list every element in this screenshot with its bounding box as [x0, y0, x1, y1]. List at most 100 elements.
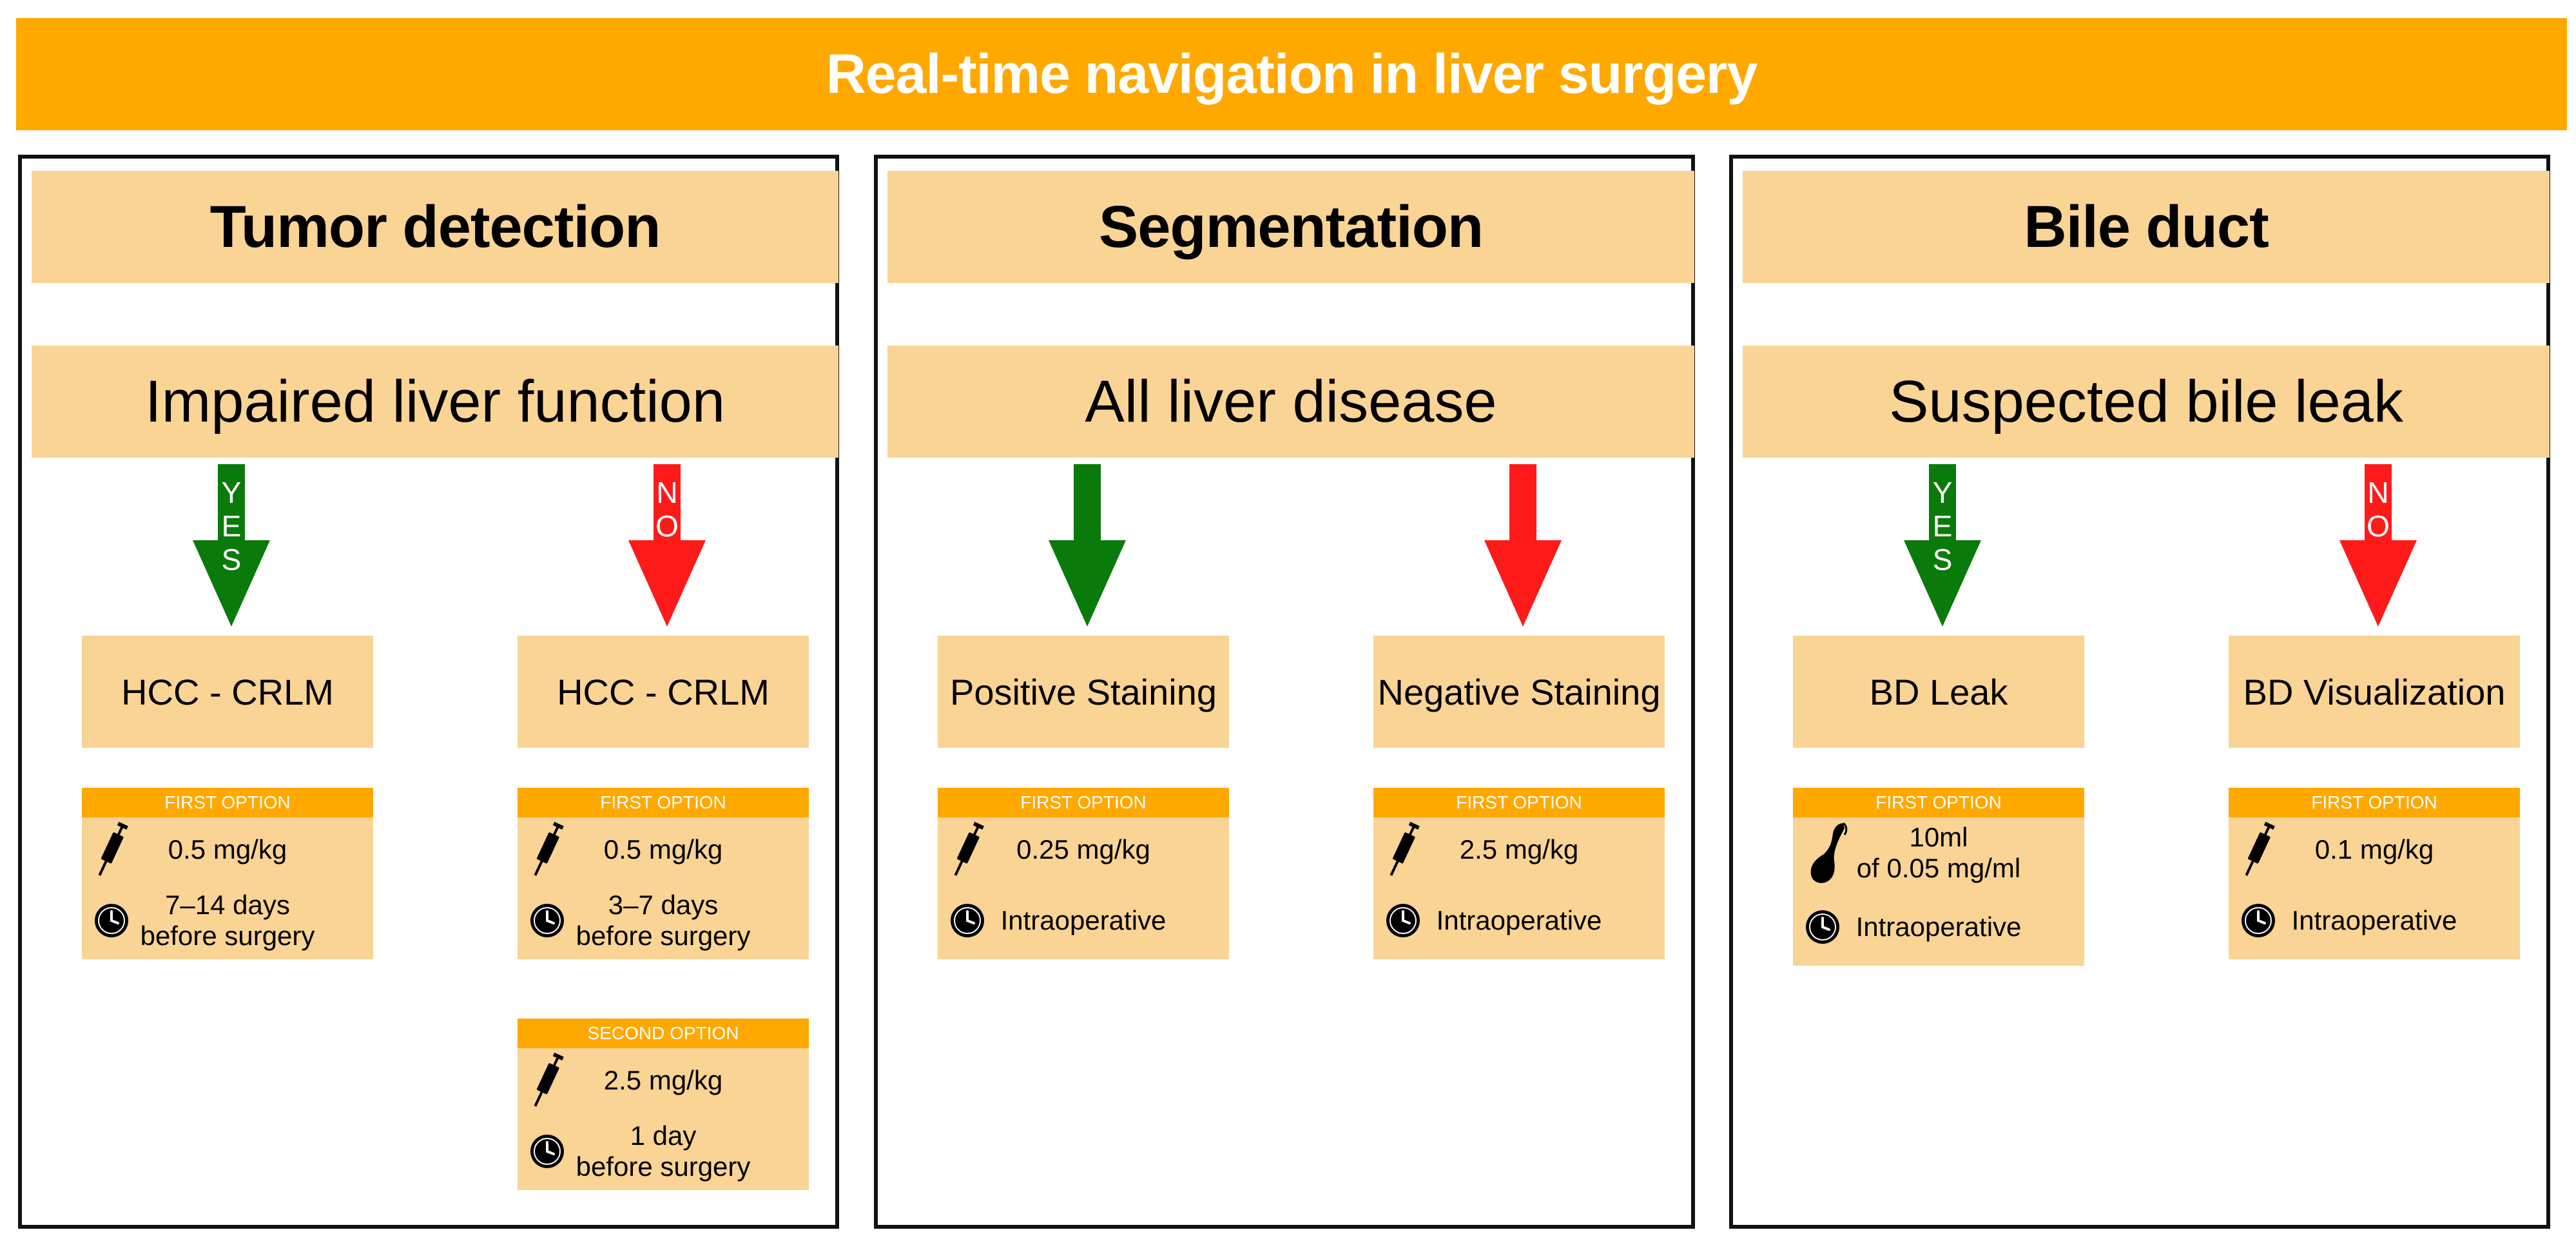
- option-heading: FIRST OPTION: [1793, 788, 2084, 817]
- category-box: BD Leak: [1793, 636, 2084, 748]
- option-card: FIRST OPTION 0.25 mg/kg Intraoperative: [938, 788, 1229, 959]
- timing-row: 3–7 days before surgery: [518, 882, 809, 959]
- option-card: SECOND OPTION 2.5 mg/kg 1 day before sur…: [518, 1019, 809, 1190]
- no-arrow: N O: [628, 464, 706, 627]
- panel-header-title: Bile duct: [2024, 193, 2269, 260]
- timing-text-line2: before surgery: [576, 921, 751, 951]
- condition-text: All liver disease: [1085, 368, 1497, 435]
- dose-text: 2.5 mg/kg: [603, 1065, 723, 1095]
- arrow-letter: Y: [221, 476, 242, 509]
- panel-segmentation: Segmentation All liver disease Positive …: [874, 155, 1695, 1229]
- dose-row: 0.5 mg/kg: [82, 817, 373, 882]
- condition-text: Impaired liver function: [145, 368, 725, 435]
- dose-row: 0.5 mg/kg: [518, 817, 809, 882]
- dose-row: 2.5 mg/kg: [518, 1048, 809, 1113]
- syringe-icon: [534, 1052, 564, 1107]
- category-box: BD Visualization: [2229, 636, 2520, 748]
- condition-box: Impaired liver function: [32, 346, 838, 458]
- down-arrow-icon: [628, 464, 706, 627]
- panel-header-title: Segmentation: [1098, 193, 1484, 260]
- category-label: Positive Staining: [949, 671, 1217, 712]
- dose-text-line2: of 0.05 mg/ml: [1856, 853, 2021, 883]
- title-banner: Real-time navigation in liver surgery: [16, 18, 2567, 130]
- arrow-letter: N: [656, 476, 678, 509]
- dose-text: 0.25 mg/kg: [1016, 834, 1150, 864]
- option-heading: FIRST OPTION: [938, 788, 1229, 817]
- syringe-icon: [534, 821, 564, 876]
- option-card: FIRST OPTION 0.1 mg/kg Intraoperative: [2229, 788, 2520, 959]
- timing-text-line2: before surgery: [576, 1151, 751, 1182]
- arrow-letter: E: [221, 509, 242, 543]
- timing-text: Intraoperative: [1436, 905, 1602, 935]
- clock-icon: [1806, 910, 1839, 944]
- arrow-letter: O: [2367, 509, 2390, 543]
- clock-icon: [2242, 904, 2275, 937]
- timing-row: Intraoperative: [1373, 882, 1665, 959]
- option-card: FIRST OPTION 0.5 mg/kg 3–7 days before s…: [518, 788, 809, 959]
- timing-text: Intraoperative: [1000, 905, 1167, 935]
- dose-row: 2.5 mg/kg: [1373, 817, 1665, 882]
- timing-text-line1: 3–7 days: [608, 890, 719, 920]
- condition-box: Suspected bile leak: [1743, 346, 2550, 458]
- panel-header-title: Tumor detection: [209, 193, 661, 260]
- option-card: FIRST OPTION 2.5 mg/kg Intraoperative: [1373, 788, 1665, 959]
- clock-icon: [1386, 904, 1420, 937]
- arrow-letter: E: [1932, 509, 1953, 543]
- condition-text: Suspected bile leak: [1889, 368, 2403, 435]
- negative-arrow: [1484, 464, 1562, 627]
- dose-text: 0.5 mg/kg: [603, 834, 723, 864]
- dose-text: 0.5 mg/kg: [168, 834, 287, 864]
- arrow-letter: N: [2367, 476, 2389, 509]
- dose-row: 10ml of 0.05 mg/ml: [1793, 817, 2084, 888]
- timing-text: Intraoperative: [1855, 912, 2022, 942]
- category-box: HCC - CRLM: [82, 636, 373, 748]
- down-arrow-icon: [1049, 464, 1126, 627]
- syringe-icon: [98, 821, 128, 876]
- dose-text: 0.1 mg/kg: [2314, 834, 2434, 864]
- timing-text-line1: 1 day: [630, 1120, 697, 1151]
- condition-box: All liver disease: [887, 346, 1694, 458]
- yes-arrow: Y E S: [1904, 464, 1981, 627]
- syringe-icon: [1390, 821, 1420, 876]
- category-label: HCC - CRLM: [557, 671, 770, 712]
- down-arrow-icon: [1484, 464, 1562, 627]
- down-arrow-icon: [1904, 464, 1981, 627]
- arrow-letter: O: [655, 509, 679, 543]
- category-box: Positive Staining: [938, 636, 1229, 748]
- clock-icon: [95, 904, 128, 937]
- clock-icon: [951, 904, 984, 937]
- positive-arrow: [1049, 464, 1126, 627]
- page-title: Real-time navigation in liver surgery: [826, 43, 1758, 105]
- option-heading: FIRST OPTION: [82, 788, 373, 817]
- timing-row: Intraoperative: [2229, 882, 2520, 959]
- option-card: FIRST OPTION 0.5 mg/kg 7–14 days before …: [82, 788, 373, 959]
- panel-bile-duct: Bile duct Suspected bile leak Y E S N O …: [1729, 155, 2550, 1229]
- arrow-letter: Y: [1932, 476, 1953, 509]
- option-heading: FIRST OPTION: [518, 788, 809, 817]
- option-heading: FIRST OPTION: [1373, 788, 1665, 817]
- category-box: HCC - CRLM: [518, 636, 809, 748]
- option-card: FIRST OPTION 10ml of 0.05 mg/ml Intraope…: [1793, 788, 2084, 966]
- arrow-letter: S: [221, 543, 242, 576]
- category-box: Negative Staining: [1373, 636, 1665, 748]
- panel-header: Bile duct: [1743, 171, 2550, 283]
- timing-row: 1 day before surgery: [518, 1113, 809, 1190]
- dose-row: 0.25 mg/kg: [938, 817, 1229, 882]
- gallbladder-icon: [1810, 822, 1848, 883]
- panel-header: Tumor detection: [32, 171, 838, 283]
- category-label: HCC - CRLM: [121, 671, 334, 712]
- category-label: BD Leak: [1869, 671, 2008, 712]
- timing-row: Intraoperative: [1793, 888, 2084, 966]
- timing-text-line1: 7–14 days: [165, 890, 290, 920]
- dose-text: 2.5 mg/kg: [1459, 834, 1579, 864]
- syringe-icon: [954, 821, 984, 876]
- timing-row: 7–14 days before surgery: [82, 882, 373, 959]
- category-label: Negative Staining: [1377, 671, 1661, 712]
- syringe-icon: [2245, 821, 2275, 876]
- no-arrow: N O: [2339, 464, 2417, 627]
- option-heading: SECOND OPTION: [518, 1019, 809, 1048]
- dose-row: 0.1 mg/kg: [2229, 817, 2520, 882]
- down-arrow-icon: [2339, 464, 2417, 627]
- yes-arrow: Y E S: [193, 464, 270, 627]
- down-arrow-icon: [193, 464, 270, 627]
